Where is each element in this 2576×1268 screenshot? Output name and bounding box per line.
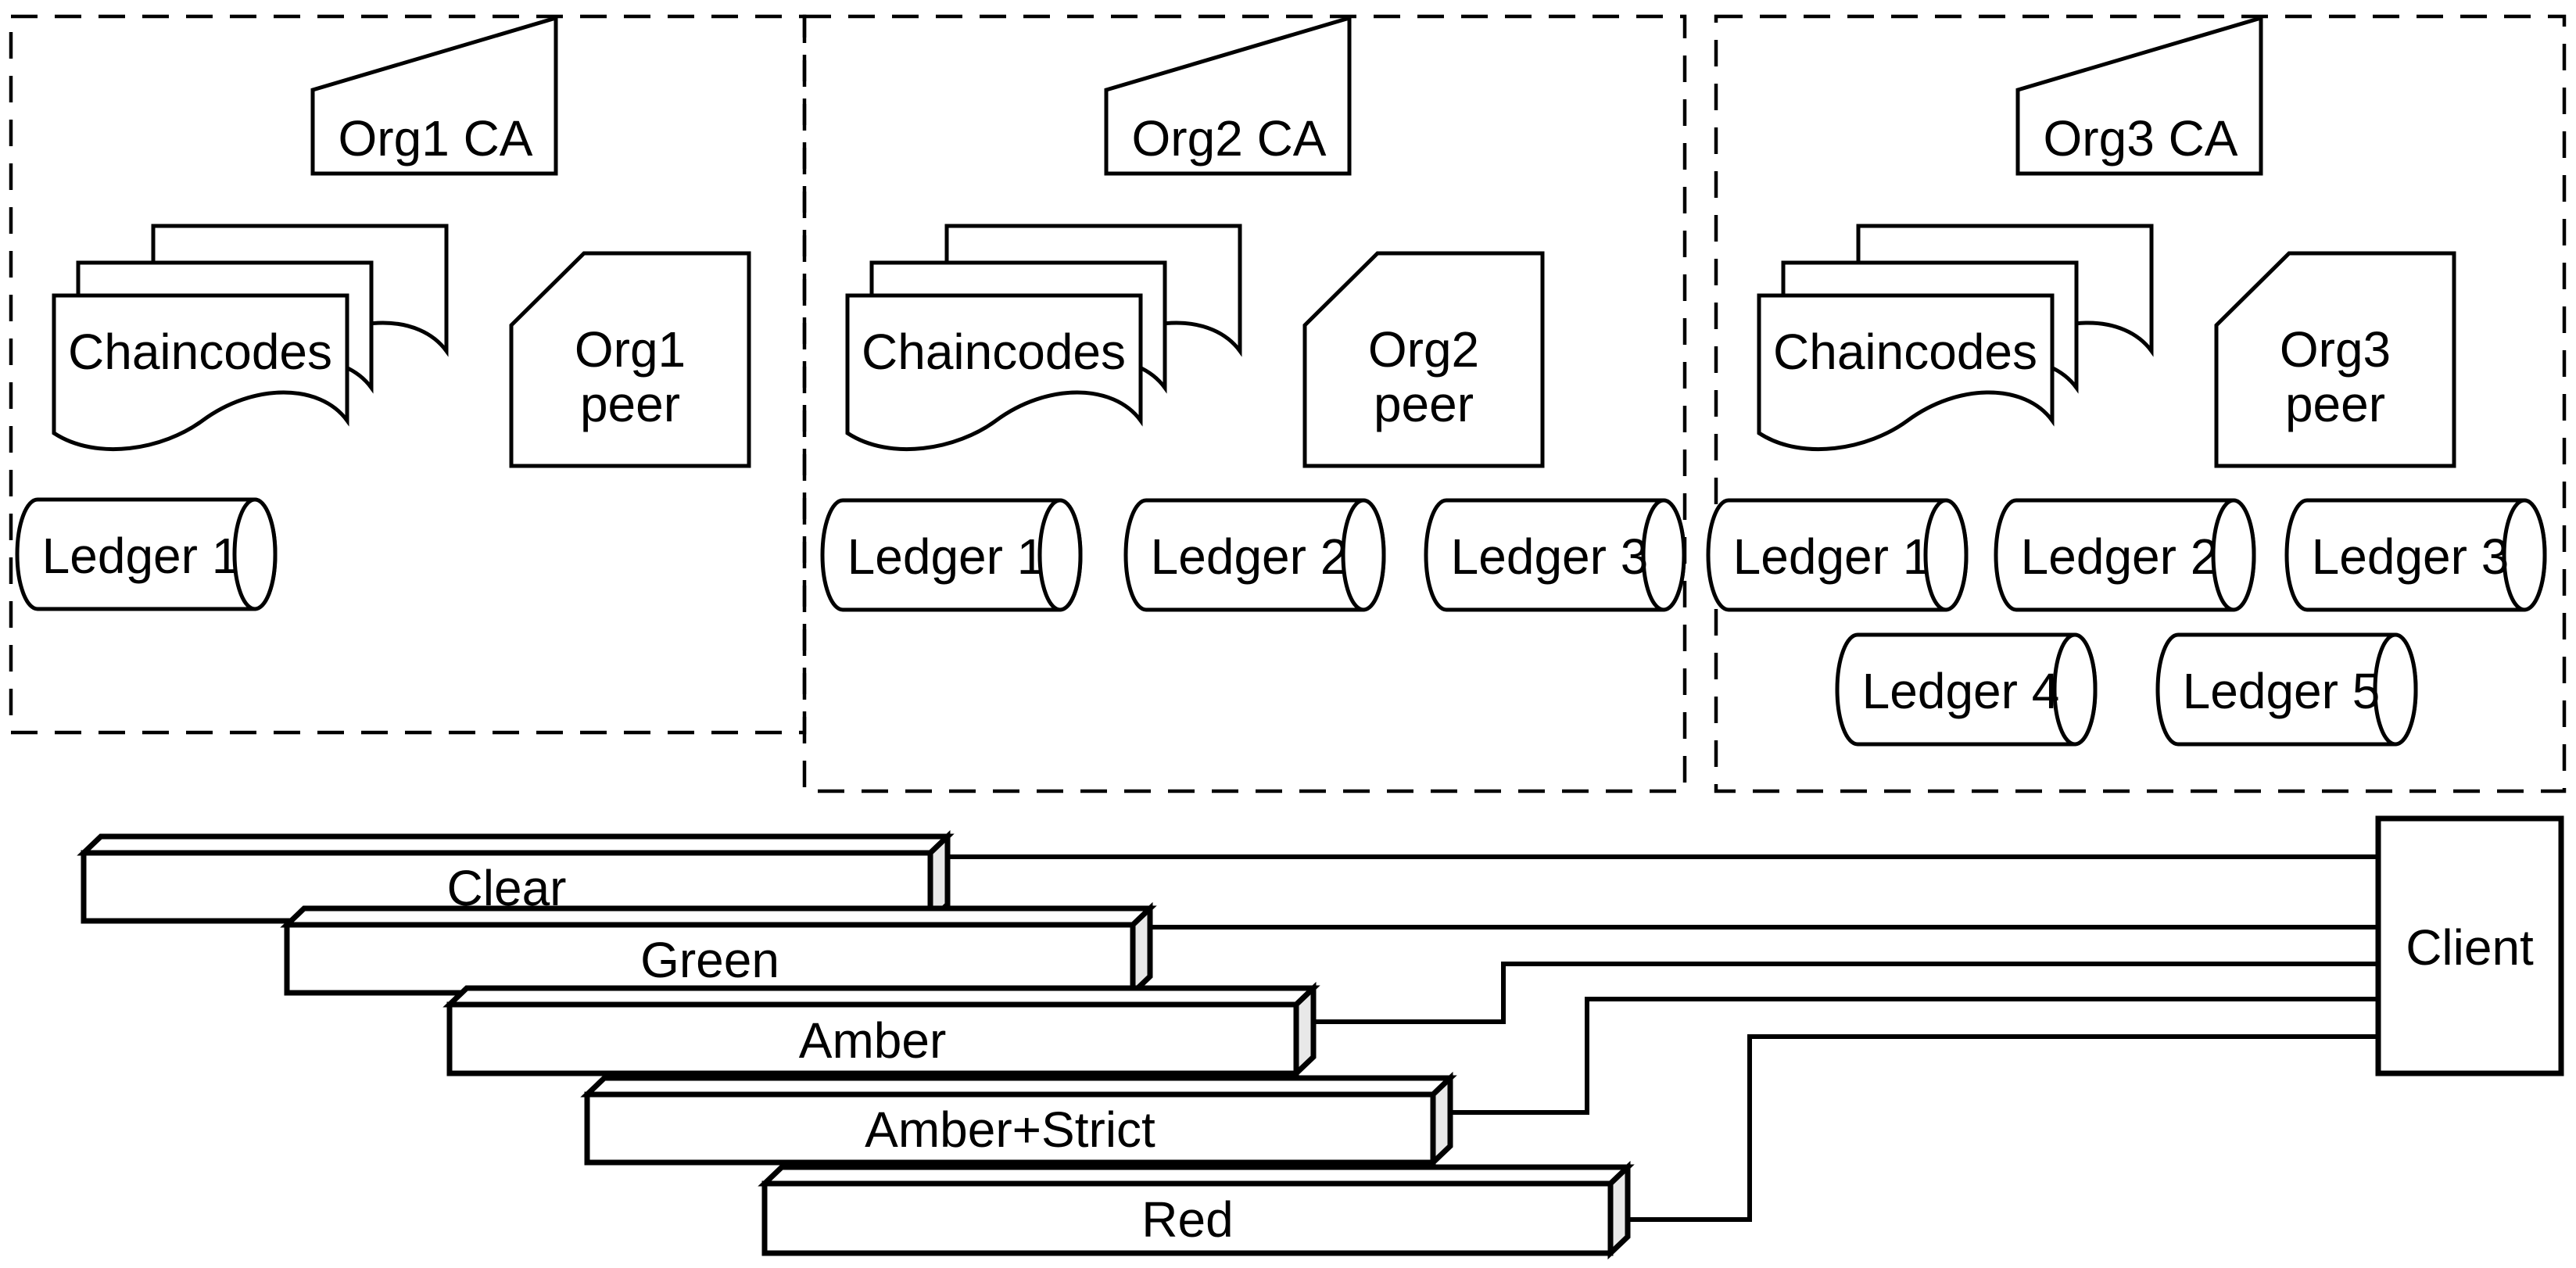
org1-chaincodes-label: Chaincodes: [68, 324, 332, 380]
org3-ledger1-label: Ledger 1: [1733, 528, 1931, 585]
connector-red-to-client: [1628, 1034, 2378, 1222]
channel-red-label: Red: [1141, 1191, 1233, 1248]
client-label: Client: [2406, 919, 2534, 976]
org2-peer-label-line1: Org2: [1368, 321, 1479, 378]
org2-ca-label: Org2 CA: [1132, 110, 1327, 167]
org2-ledger3-label: Ledger 3: [1451, 528, 1649, 585]
channel-bar-red-front-face: [761, 1180, 1614, 1256]
org3-ledger5-label: Ledger 5: [2183, 663, 2381, 719]
connector-amber-strict-to-client: [1450, 997, 2378, 1115]
channel-bar-green-front-face: [284, 922, 1136, 996]
org2-ledger2-label: Ledger 2: [1151, 528, 1349, 585]
channel-green-label: Green: [640, 932, 779, 988]
org1-peer-icon: [509, 251, 751, 468]
org3-chaincodes-label: Chaincodes: [1773, 324, 2037, 380]
org1-ca-icon: [310, 15, 558, 176]
org2-boundary-box: [802, 14, 1687, 793]
org1-group: Org1 CA Chaincodes Org1 peer Ledger 1: [17, 15, 751, 609]
org3-ledger3-label: Ledger 3: [2312, 528, 2510, 585]
client-box: [2375, 815, 2564, 1076]
channel-bar-amber: Amber: [442, 981, 1320, 1080]
channel-amber-strict-label: Amber+Strict: [865, 1101, 1155, 1158]
channel-bar-amber-strict-front-face: [584, 1091, 1436, 1166]
org3-ca-icon: [2015, 15, 2263, 176]
channel-bar-amber-front-face: [446, 1001, 1299, 1076]
org2-ca-icon: [1104, 15, 1352, 176]
connector-amber-to-client: [1313, 962, 2378, 1024]
org3-ca-label: Org3 CA: [2044, 110, 2238, 167]
channel-bar-amber-strict: Amber+Strict: [580, 1071, 1457, 1169]
org2-chaincodes-label: Chaincodes: [862, 324, 1126, 380]
org3-peer-label-line2: peer: [2285, 376, 2385, 432]
org2-ledger1-label: Ledger 1: [847, 528, 1045, 585]
org2-peer-icon: [1302, 251, 1545, 468]
org3-peer-icon: [2214, 251, 2456, 468]
org1-peer-label-line2: peer: [580, 376, 680, 432]
org1-peer-label-line1: Org1: [575, 321, 686, 378]
org2-group: Org2 CA Chaincodes Org2 peer Ledger 1 Le…: [822, 15, 1684, 610]
org2-peer-label-line2: peer: [1374, 376, 1474, 432]
org1-ca-label: Org1 CA: [339, 110, 533, 167]
client-group: Client: [2375, 815, 2564, 1076]
org3-ledger2-label: Ledger 2: [2021, 528, 2219, 585]
channel-bar-green: Green: [280, 901, 1157, 1000]
channel-bar-red: Red: [758, 1160, 1635, 1260]
org1-ledger1-label: Ledger 1: [42, 528, 240, 584]
org3-group: Org3 CA Chaincodes Org3 peer Ledger 1 Le…: [1708, 15, 2545, 744]
org3-boundary-box: [1714, 14, 2567, 793]
org3-peer-label-line1: Org3: [2280, 321, 2391, 378]
org3-ledger4-label: Ledger 4: [1862, 663, 2060, 719]
channel-amber-label: Amber: [799, 1012, 947, 1069]
